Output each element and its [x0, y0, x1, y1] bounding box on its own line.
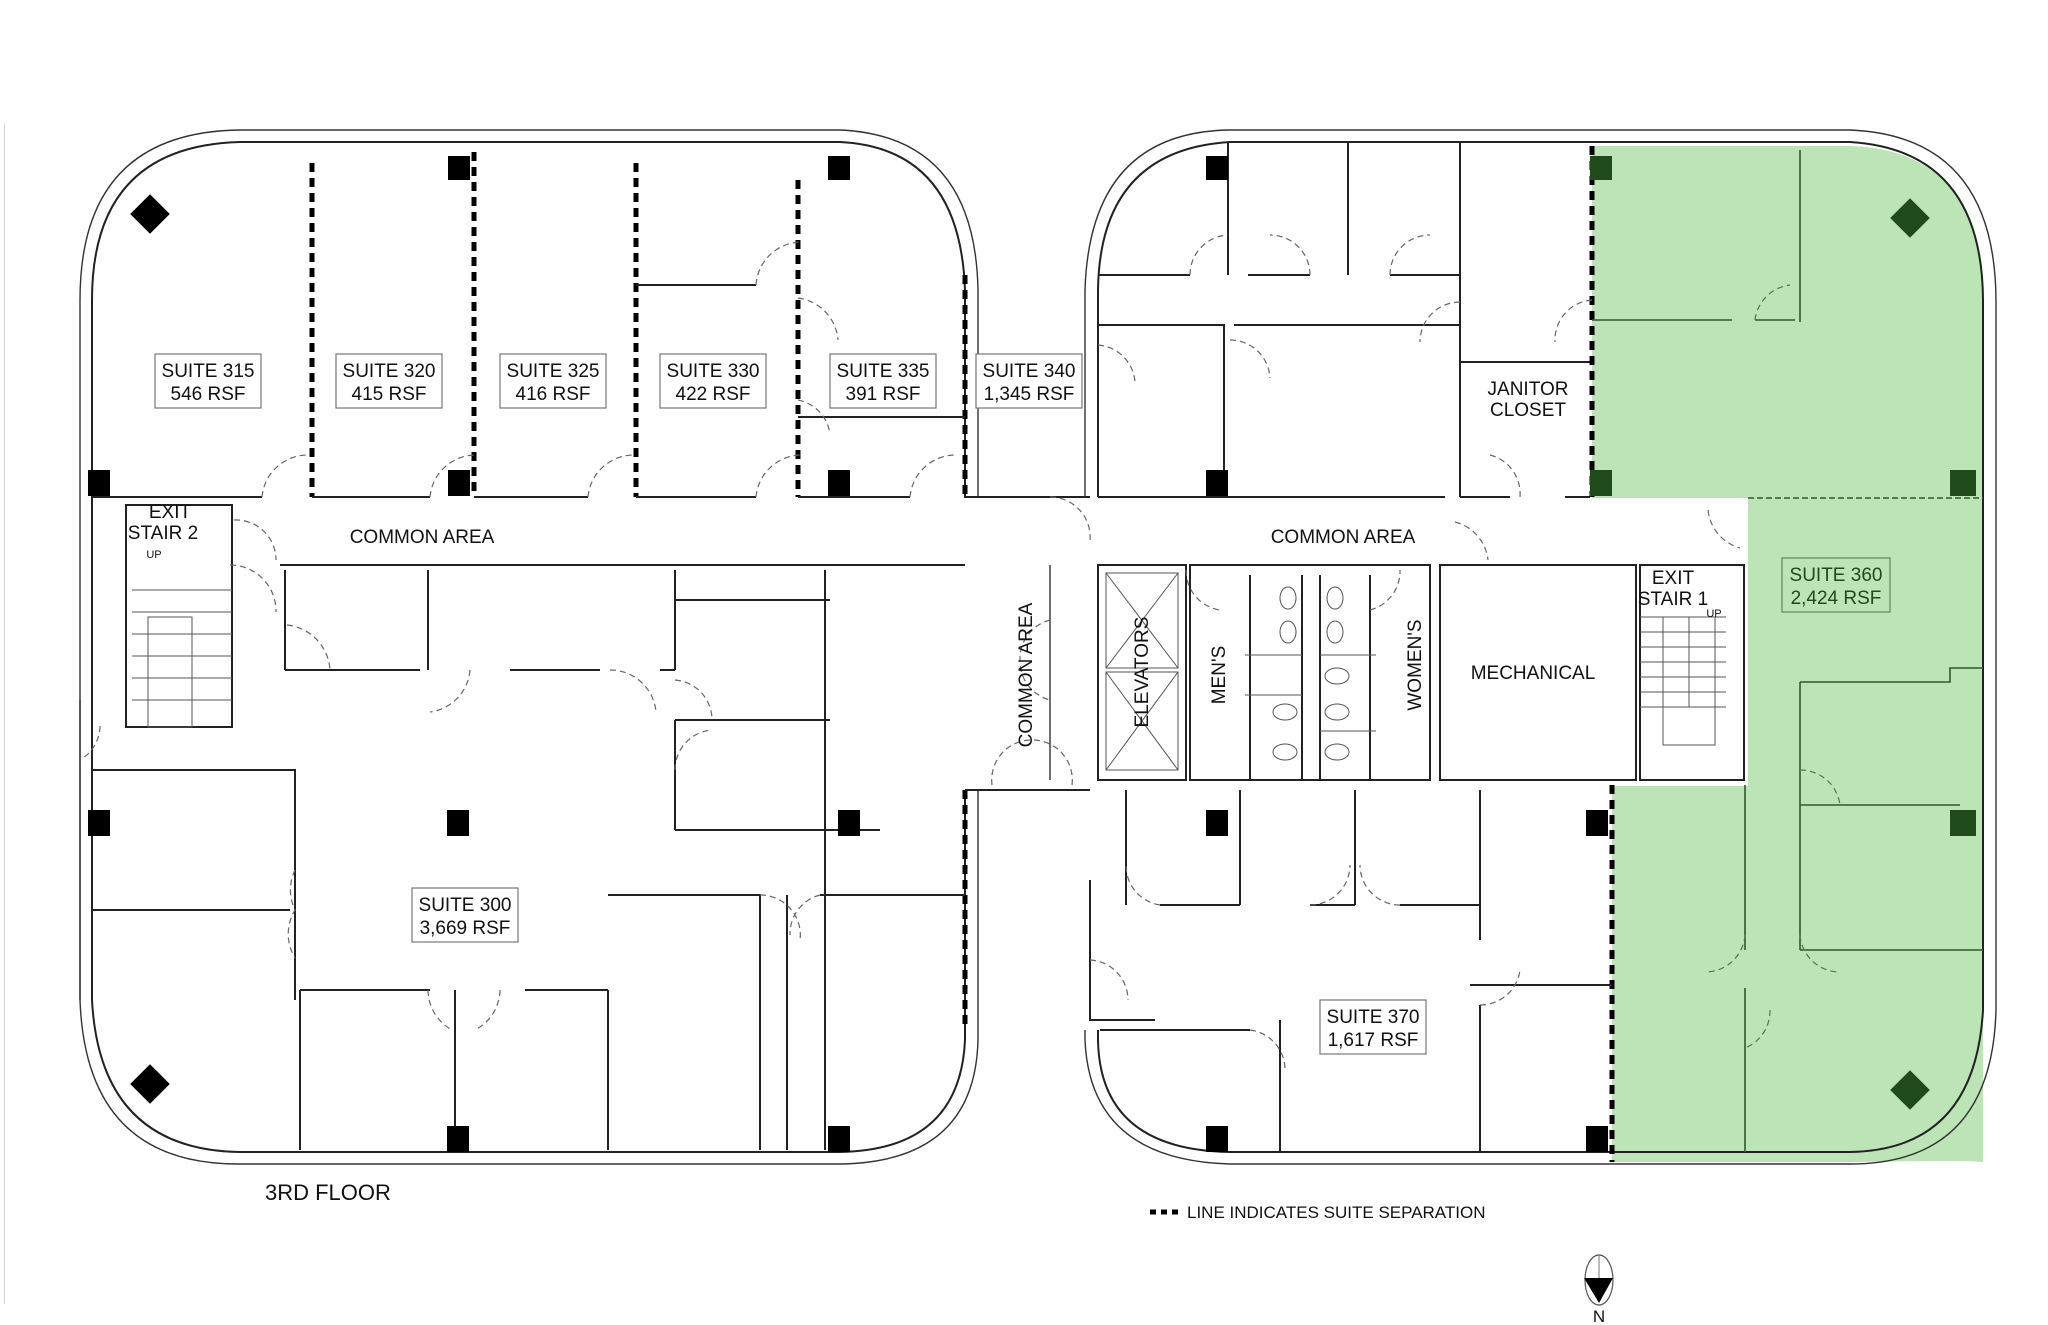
- svg-text:SUITE 360: SUITE 360: [1790, 565, 1883, 586]
- suite-label-335[interactable]: SUITE 335 391 RSF: [829, 353, 937, 409]
- exit-stair-2-label-1: EXIT: [149, 502, 192, 523]
- svg-text:SUITE 335: SUITE 335: [837, 361, 930, 382]
- svg-text:416 RSF: 416 RSF: [516, 384, 591, 405]
- page-edge-rule: [4, 124, 5, 1304]
- svg-text:391 RSF: 391 RSF: [846, 384, 921, 405]
- janitor-closet-label-1: JANITOR: [1488, 379, 1569, 400]
- svg-text:422 RSF: 422 RSF: [676, 384, 751, 405]
- north-arrow-icon: [1584, 1254, 1614, 1306]
- janitor-closet-label-2: CLOSET: [1490, 400, 1566, 421]
- elevators-label: ELEVATORS: [1132, 617, 1153, 728]
- exit-stair-1-up: UP: [1706, 608, 1721, 620]
- exit-stair-1-label-2: STAIR 1: [1638, 589, 1708, 610]
- east-wing: [1084, 129, 1997, 1165]
- suite-label-325[interactable]: SUITE 325 416 RSF: [499, 353, 607, 409]
- svg-text:1,617 RSF: 1,617 RSF: [1328, 1030, 1419, 1051]
- common-area-west-label: COMMON AREA: [350, 527, 495, 548]
- suite-label-300[interactable]: SUITE 300 3,669 RSF: [411, 887, 519, 943]
- legend: LINE INDICATES SUITE SEPARATION: [1150, 1203, 1486, 1222]
- suite-label-315[interactable]: SUITE 315 546 RSF: [154, 353, 262, 409]
- svg-text:SUITE 340: SUITE 340: [983, 361, 1076, 382]
- svg-text:SUITE 300: SUITE 300: [419, 895, 512, 916]
- svg-text:SUITE 315: SUITE 315: [162, 361, 255, 382]
- svg-text:546 RSF: 546 RSF: [171, 384, 246, 405]
- suite-label-370[interactable]: SUITE 370 1,617 RSF: [1319, 999, 1427, 1055]
- common-area-center-label: COMMON AREA: [1016, 602, 1037, 747]
- suite-label-330[interactable]: SUITE 330 422 RSF: [659, 353, 767, 409]
- west-wing: [79, 129, 1050, 1165]
- exit-stair-2-up: UP: [146, 549, 161, 561]
- svg-text:SUITE 320: SUITE 320: [343, 361, 436, 382]
- svg-text:415 RSF: 415 RSF: [352, 384, 427, 405]
- svg-text:1,345 RSF: 1,345 RSF: [984, 384, 1075, 405]
- suite-label-360[interactable]: SUITE 360 2,424 RSF: [1781, 557, 1891, 613]
- common-area-east-label: COMMON AREA: [1271, 527, 1416, 548]
- exit-stair-2-label-2: STAIR 2: [128, 523, 198, 544]
- svg-text:3,669 RSF: 3,669 RSF: [420, 918, 511, 939]
- womens-restroom-label: WOMEN'S: [1405, 619, 1426, 710]
- svg-text:SUITE 330: SUITE 330: [667, 361, 760, 382]
- legend-text: LINE INDICATES SUITE SEPARATION: [1187, 1203, 1486, 1222]
- suite-360-highlight[interactable]: [1592, 146, 1983, 1162]
- north-label: N: [1593, 1307, 1605, 1325]
- mens-restroom-label: MEN'S: [1209, 646, 1230, 705]
- suite-label-320[interactable]: SUITE 320 415 RSF: [335, 353, 443, 409]
- floor-title: 3RD FLOOR: [265, 1180, 391, 1205]
- svg-text:SUITE 370: SUITE 370: [1327, 1007, 1420, 1028]
- exit-stair-1-label-1: EXIT: [1652, 568, 1695, 589]
- core: [965, 496, 1745, 791]
- svg-text:2,424 RSF: 2,424 RSF: [1791, 588, 1882, 609]
- mechanical-label: MECHANICAL: [1471, 663, 1596, 684]
- suite-label-340[interactable]: SUITE 340 1,345 RSF: [975, 353, 1083, 409]
- svg-text:SUITE 325: SUITE 325: [507, 361, 600, 382]
